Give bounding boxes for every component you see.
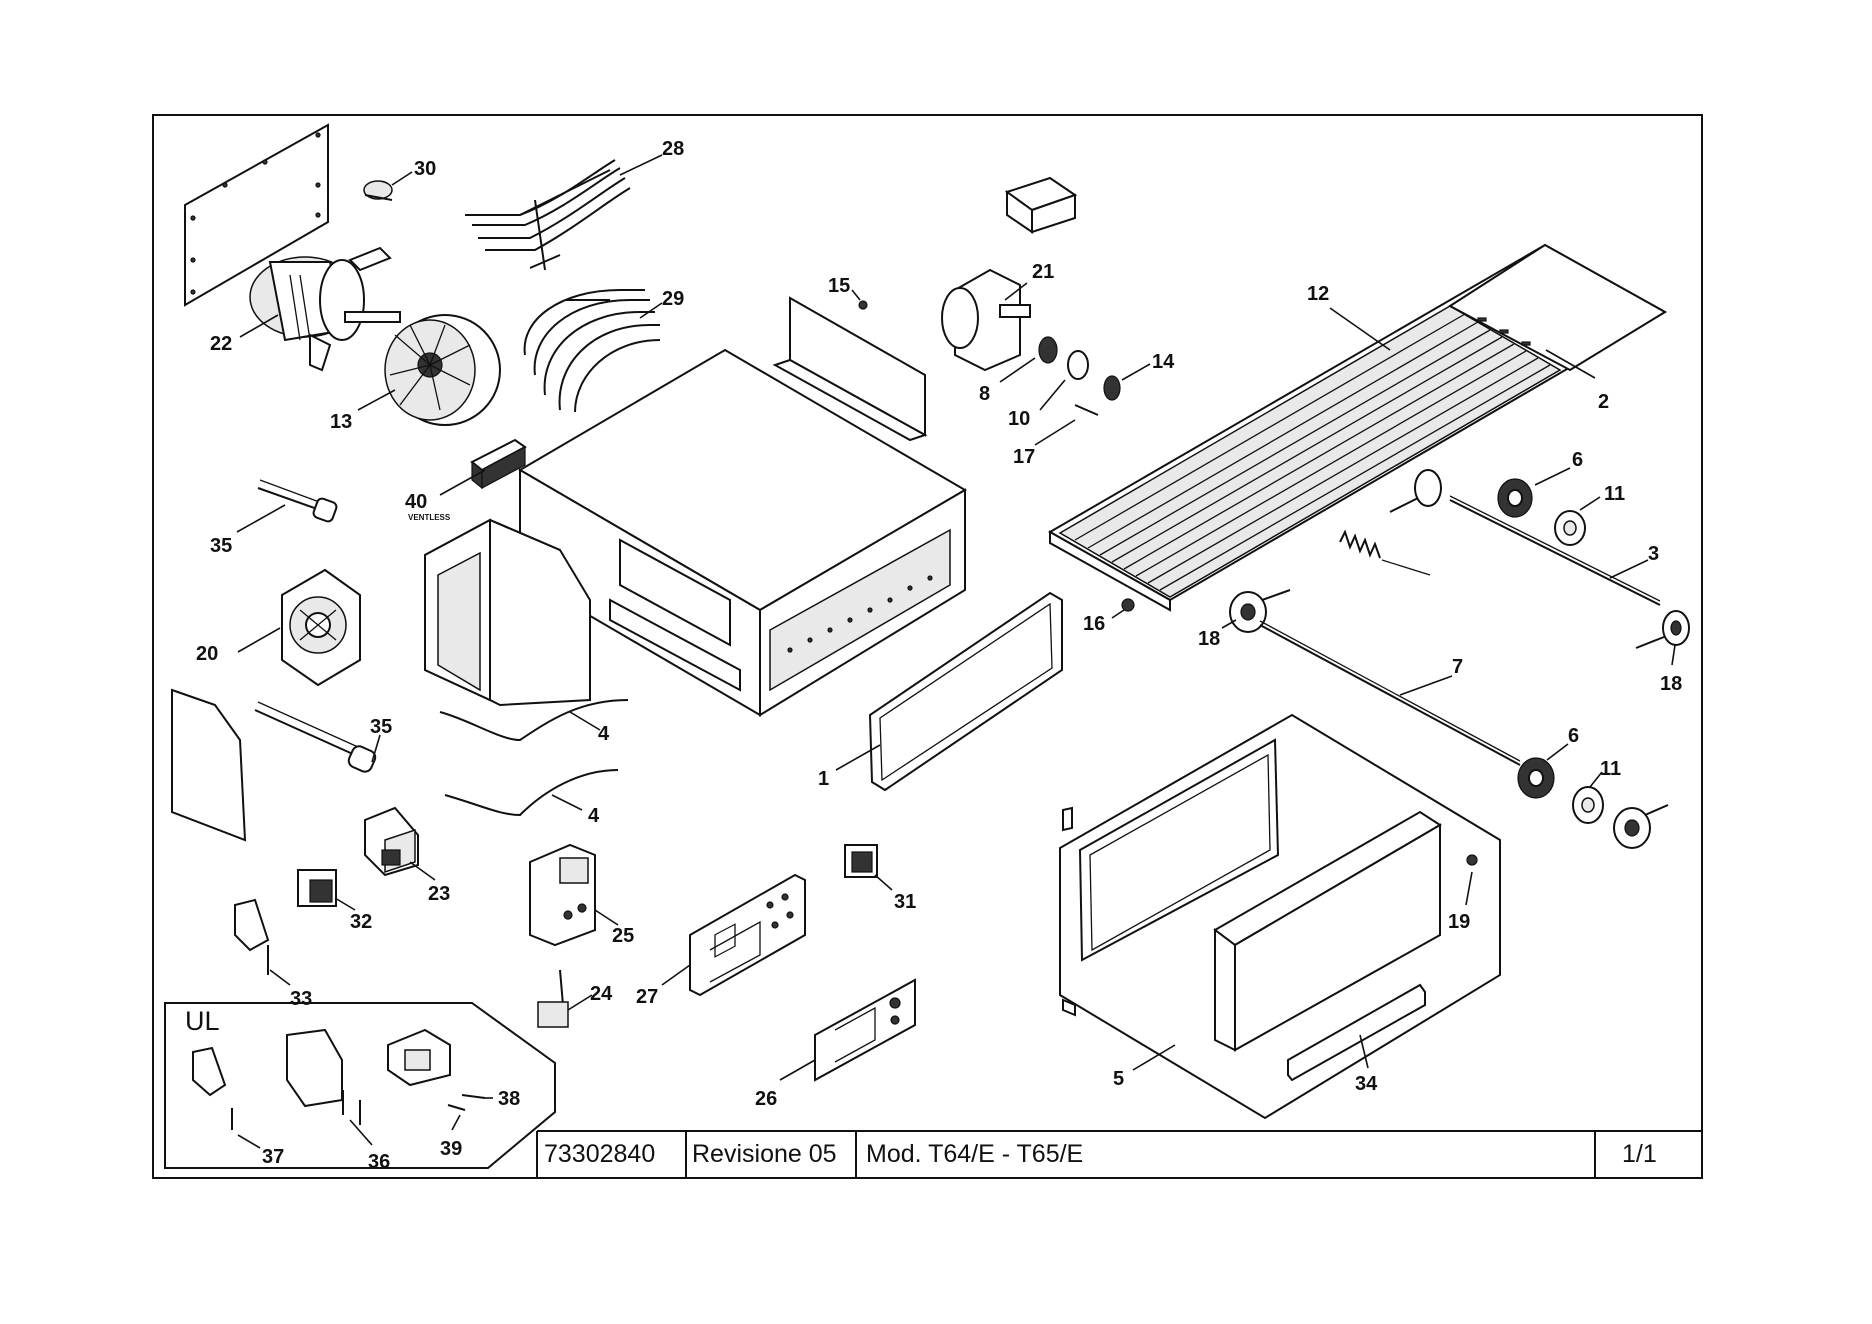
ul-variant-box: UL xyxy=(165,1003,555,1168)
callout-12: 12 xyxy=(1307,283,1329,305)
side-panel-part xyxy=(172,690,245,840)
callout-39: 39 xyxy=(440,1138,462,1160)
wire-harness-part xyxy=(440,700,628,815)
callout-35: 35 xyxy=(210,535,232,557)
callout-1: 1 xyxy=(818,768,829,790)
callout-19: 19 xyxy=(1448,911,1470,933)
callout-34: 34 xyxy=(1355,1073,1378,1095)
callout-17: 17 xyxy=(1013,446,1035,468)
callout-3: 3 xyxy=(1648,543,1659,565)
rocker-switch-part xyxy=(845,845,877,877)
callout-33: 33 xyxy=(290,988,312,1010)
callout-10: 10 xyxy=(1008,408,1030,430)
bearing-bottom-part xyxy=(1518,758,1668,848)
callout-20: 20 xyxy=(196,643,218,665)
callout-11: 11 xyxy=(1600,758,1621,780)
transformer-part xyxy=(365,808,418,875)
callout-36: 36 xyxy=(368,1151,390,1173)
filter-part xyxy=(472,440,525,488)
drawing-frame xyxy=(153,115,1702,1178)
thermostat-part xyxy=(364,181,392,200)
callout-2: 2 xyxy=(1598,391,1609,413)
gear-motor-part xyxy=(942,270,1030,370)
relay-part xyxy=(298,870,336,906)
callout-40: 40 xyxy=(405,491,427,513)
probe-top-part xyxy=(258,480,338,523)
callout-8: 8 xyxy=(979,383,990,405)
ul-label: UL xyxy=(185,1006,220,1036)
bearing-top-part xyxy=(1390,470,1585,545)
callout-4: 4 xyxy=(598,723,610,745)
ventless-note: VENTLESS xyxy=(408,513,451,522)
callout-11: 11 xyxy=(1604,483,1625,505)
idler-shaft-part xyxy=(1260,621,1520,765)
drawing-code: 73302840 xyxy=(544,1140,655,1168)
callout-37: 37 xyxy=(262,1146,284,1168)
callout-13: 13 xyxy=(330,411,352,433)
model-label: Mod. T64/E - T65/E xyxy=(866,1140,1083,1168)
fan-wheel-part xyxy=(385,315,500,425)
callout-31: 31 xyxy=(894,891,916,913)
callout-27: 27 xyxy=(636,986,658,1008)
callout-28: 28 xyxy=(662,138,684,160)
callout-26: 26 xyxy=(755,1088,777,1110)
callout-23: 23 xyxy=(428,883,450,905)
conveyor-belt-part xyxy=(1050,245,1665,610)
callout-30: 30 xyxy=(414,158,436,180)
motor-part xyxy=(250,248,400,370)
callout-15: 15 xyxy=(828,275,850,297)
callout-5: 5 xyxy=(1113,1068,1124,1090)
callout-7: 7 xyxy=(1452,656,1463,678)
safety-thermostat-part xyxy=(538,970,568,1027)
contactor-part xyxy=(530,845,595,945)
control-panel-part xyxy=(815,980,915,1080)
callout-14: 14 xyxy=(1152,351,1175,373)
probe-bottom-part xyxy=(255,702,377,774)
fuse-holder-part xyxy=(235,900,268,975)
callout-21: 21 xyxy=(1032,261,1054,283)
heating-element-29-part xyxy=(525,290,660,412)
cover-part xyxy=(1007,178,1075,232)
callout-32: 32 xyxy=(350,911,372,933)
side-cover-assembly-part xyxy=(1060,715,1500,1118)
revision-label: Revisione 05 xyxy=(692,1140,837,1168)
callout-29: 29 xyxy=(662,288,684,310)
callout-6: 6 xyxy=(1568,725,1579,747)
control-board-part xyxy=(690,875,805,995)
drive-shaft-part xyxy=(1450,496,1660,605)
callout-18: 18 xyxy=(1198,628,1220,650)
cooling-fan-part xyxy=(282,570,360,685)
callout-24: 24 xyxy=(590,983,613,1005)
tension-bolt-right-part xyxy=(1636,611,1689,648)
callout-18: 18 xyxy=(1660,673,1682,695)
callout-35: 35 xyxy=(370,716,392,738)
sheet-number: 1/1 xyxy=(1622,1140,1657,1168)
title-block: 73302840 Revisione 05 Mod. T64/E - T65/E… xyxy=(537,1131,1702,1178)
drive-gears-part xyxy=(1039,337,1120,415)
callout-4: 4 xyxy=(588,805,600,827)
callout-38: 38 xyxy=(498,1088,520,1110)
callout-labels: 1 2 3 4 4 5 6 6 7 8 10 11 11 12 13 14 15… xyxy=(196,138,1682,1173)
callout-6: 6 xyxy=(1572,449,1583,471)
heating-element-28-part xyxy=(465,160,630,270)
callout-22: 22 xyxy=(210,333,232,355)
callout-25: 25 xyxy=(612,925,634,947)
callout-16: 16 xyxy=(1083,613,1105,635)
